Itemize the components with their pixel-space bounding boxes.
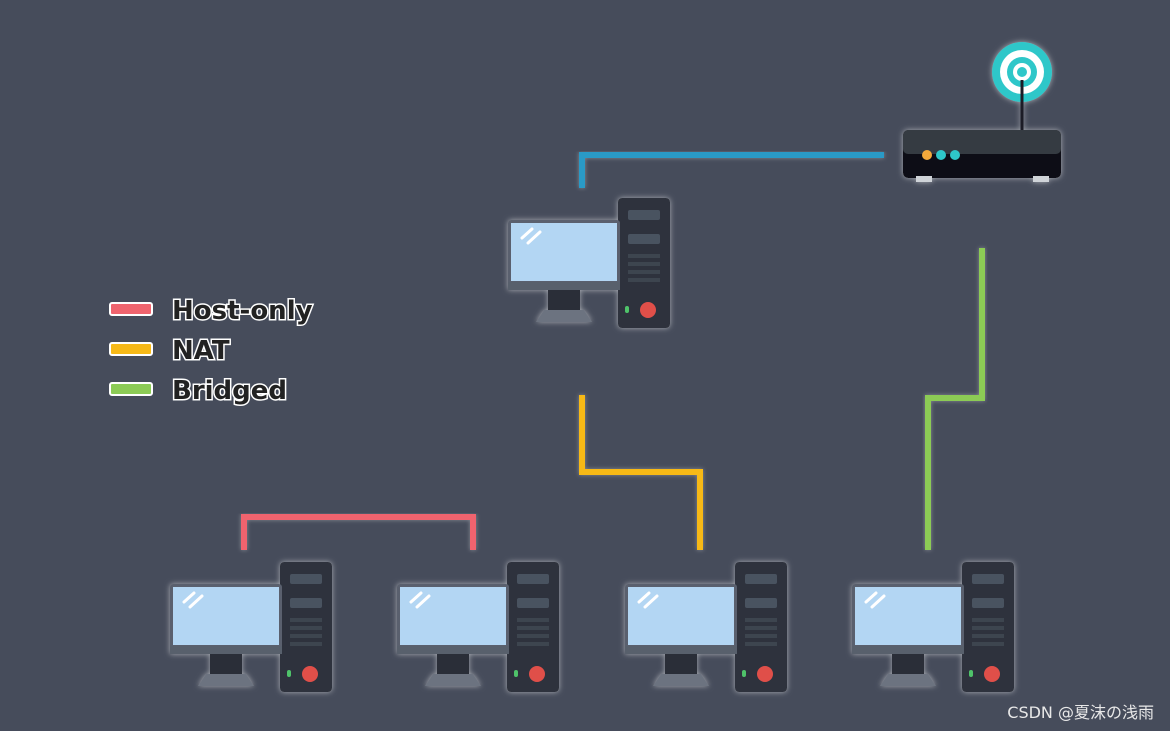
- legend-swatch: [109, 382, 153, 396]
- desktop-computer-icon: [395, 560, 561, 694]
- desktop-computer-icon: [506, 196, 672, 330]
- wifi-router-icon: [903, 42, 1061, 182]
- router-led: [922, 150, 932, 160]
- connection-lines: [241, 152, 985, 550]
- legend-swatch: [109, 302, 153, 316]
- router-led: [936, 150, 946, 160]
- desktop-computer-icon: [850, 560, 1016, 694]
- watermark: CSDN @夏沫の浅雨: [1007, 703, 1154, 722]
- router-led: [950, 150, 960, 160]
- desktop-computer-icon: [168, 560, 334, 694]
- legend-label: Host-only: [172, 296, 313, 326]
- desktop-computer-icon: [623, 560, 789, 694]
- host-only-line: [241, 514, 476, 550]
- legend-swatch: [109, 342, 153, 356]
- bridged-line: [925, 248, 985, 550]
- nat-line: [579, 395, 703, 550]
- router-uplink-line: [579, 152, 884, 188]
- legend-label: NAT: [172, 336, 230, 366]
- legend-label: Bridged: [172, 376, 287, 406]
